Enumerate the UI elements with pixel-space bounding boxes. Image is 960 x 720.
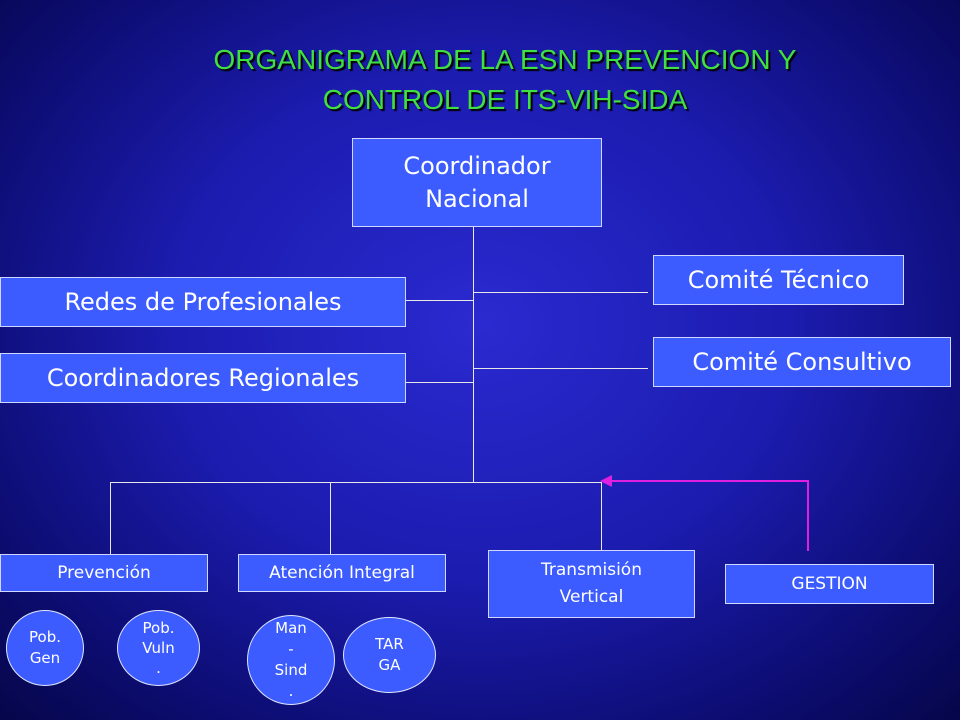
bottom-branch-line (110, 482, 602, 483)
comite-consultivo-box: Comité Consultivo (653, 337, 951, 387)
redes-label: Redes de Profesionales (64, 288, 342, 316)
prevencion-label: Prevención (57, 563, 151, 583)
pob-vuln-oval: Pob. Vuln . (117, 610, 200, 686)
gestion-box: GESTION (725, 564, 934, 604)
man-sind-line-4: . (288, 682, 294, 700)
pob-gen-oval: Pob. Gen (6, 610, 84, 686)
drop-transmision (601, 482, 602, 550)
redes-profesionales-box: Redes de Profesionales (0, 277, 406, 327)
targa-line-1: TAR (375, 635, 404, 653)
drop-prevencion (110, 482, 111, 554)
coordinadores-regionales-box: Coordinadores Regionales (0, 353, 406, 403)
main-trunk-line (473, 227, 474, 482)
pob-vuln-line-3: . (156, 659, 161, 677)
comite-consultivo-label: Comité Consultivo (692, 348, 912, 376)
targa-line-2: GA (378, 656, 401, 674)
atencion-integral-box: Atención Integral (238, 554, 446, 592)
transmision-line-1: Transmisión (541, 560, 642, 580)
atencion-integral-label: Atención Integral (269, 563, 415, 583)
arrowhead-icon (600, 475, 612, 487)
pob-gen-line-2: Gen (29, 649, 61, 667)
connector-comite-tecnico (473, 292, 648, 293)
drop-atencion (330, 482, 331, 554)
pob-vuln-line-1: Pob. (142, 619, 175, 637)
gestion-label: GESTION (791, 574, 868, 594)
man-sind-line-2: - (288, 640, 294, 658)
coordinador-line-2: Nacional (425, 184, 529, 213)
connector-coord-regionales (406, 382, 473, 383)
comite-tecnico-label: Comité Técnico (687, 266, 870, 294)
prevencion-box: Prevención (0, 554, 208, 592)
transmision-vertical-box: Transmisión Vertical (488, 550, 695, 618)
man-sind-line-1: Man (275, 619, 307, 637)
title-line-2: CONTROL DE ITS-VIH-SIDA (322, 84, 688, 115)
title-line-1: ORGANIGRAMA DE LA ESN PREVENCION Y (213, 44, 797, 75)
gestion-feedback-horizontal (610, 480, 809, 482)
coordinador-nacional-box: Coordinador Nacional (352, 138, 602, 227)
coordinador-line-1: Coordinador (403, 151, 551, 180)
man-sind-line-3: Sind (274, 661, 308, 679)
gestion-feedback-vertical (807, 481, 809, 551)
targa-oval: TAR GA (343, 617, 436, 693)
pob-gen-line-1: Pob. (29, 628, 61, 646)
connector-comite-consultivo (473, 368, 648, 369)
page-title: ORGANIGRAMA DE LA ESN PREVENCION Y CONTR… (150, 40, 860, 120)
coordinadores-regionales-label: Coordinadores Regionales (46, 364, 360, 392)
comite-tecnico-box: Comité Técnico (653, 255, 904, 305)
connector-redes (406, 300, 473, 301)
transmision-line-2: Vertical (559, 587, 624, 607)
pob-vuln-line-2: Vuln (142, 639, 175, 657)
man-sind-oval: Man - Sind . (247, 615, 335, 705)
